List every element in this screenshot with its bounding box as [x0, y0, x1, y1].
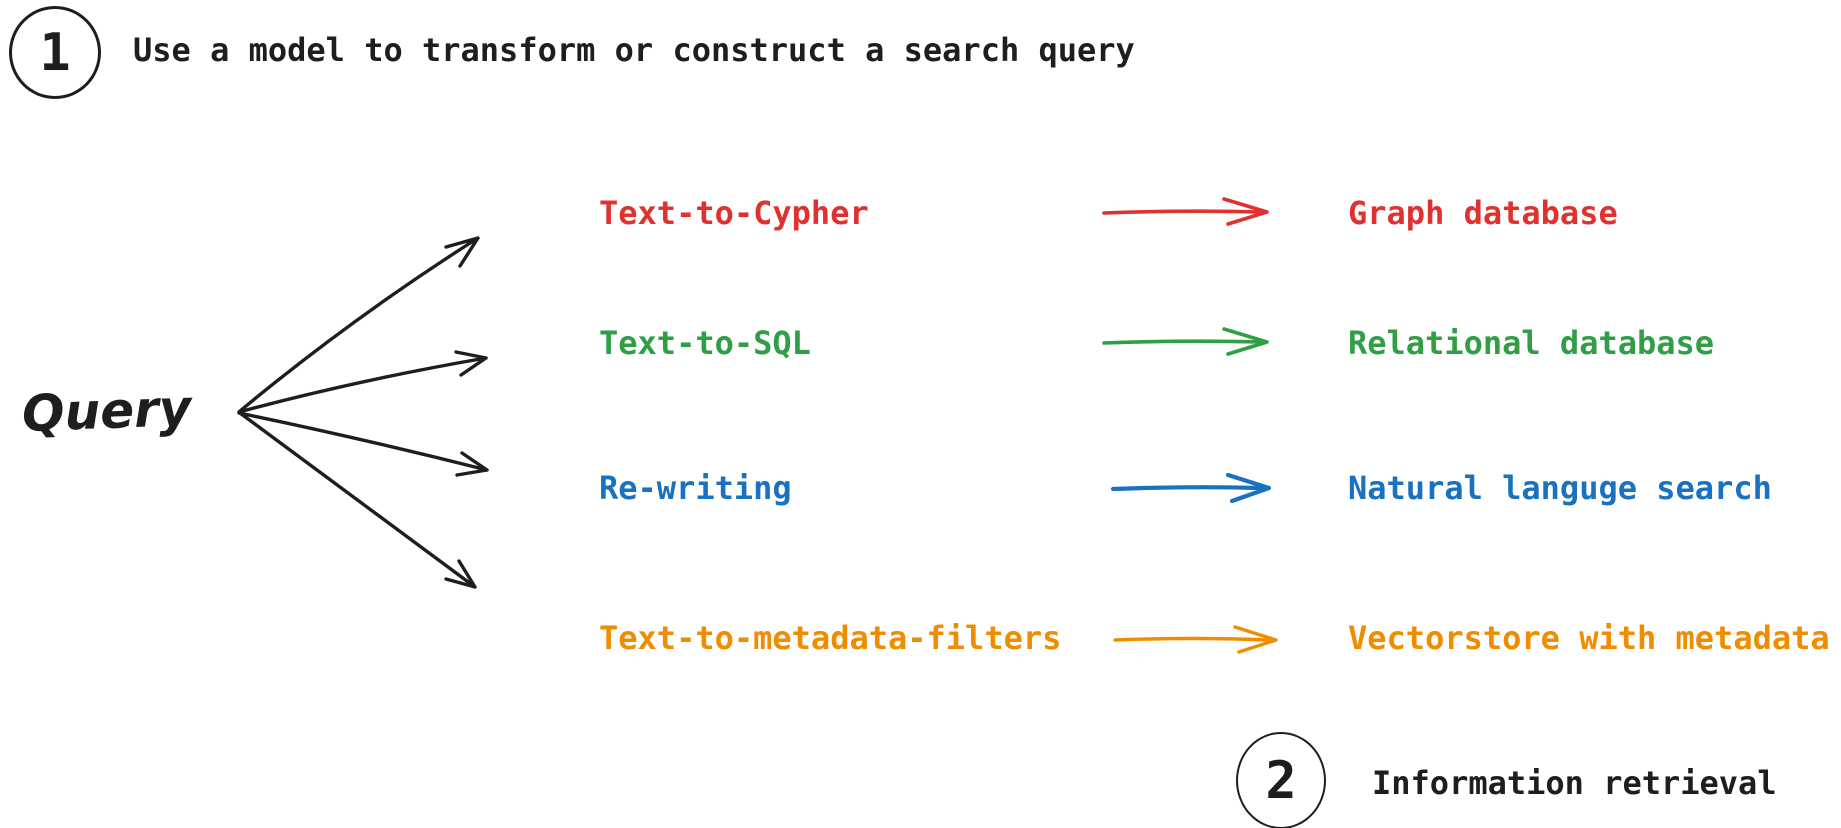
- fan-arrow-to-text-to-sql: [237, 350, 488, 414]
- step-2-title: Information retrieval: [1372, 764, 1777, 802]
- arrow-head: [1222, 197, 1269, 226]
- method-label-text-to-cypher: Text-to-Cypher: [599, 194, 869, 232]
- arrow-sql-to-relational-db: [1102, 327, 1269, 356]
- query-source-label: Query: [21, 379, 193, 443]
- arrow-filters-to-vectorstore: [1113, 625, 1278, 654]
- step-2-number: 2: [1265, 750, 1297, 811]
- target-label-graph-database: Graph database: [1348, 194, 1618, 232]
- fan-arrow-to-re-writing: [237, 411, 489, 477]
- method-label-text-to-sql: Text-to-SQL: [599, 324, 811, 362]
- arrow-shaft: [1102, 209, 1263, 215]
- fan-arrow-to-text-to-metadata-filters: [238, 411, 477, 589]
- arrow-shaft: [1113, 636, 1270, 642]
- query-fan-arrows: [237, 236, 489, 589]
- method-label-re-writing: Re-writing: [599, 469, 792, 507]
- step-2-circle: 2: [1236, 732, 1326, 828]
- arrow-head: [1225, 472, 1272, 504]
- method-label-text-to-metadata-filters: Text-to-metadata-filters: [599, 619, 1062, 657]
- step-1-title: Use a model to transform or construct a …: [133, 31, 1135, 69]
- arrow-head: [1222, 327, 1269, 356]
- arrow-rewriting-to-nl-search: [1110, 472, 1272, 504]
- arrow-shaft: [1110, 485, 1264, 492]
- step-1-number: 1: [39, 22, 71, 83]
- arrow-cypher-to-graph-db: [1102, 197, 1269, 226]
- target-label-natural-languge-search: Natural languge search: [1348, 469, 1772, 507]
- target-label-relational-database: Relational database: [1348, 324, 1715, 362]
- arrow-head: [1233, 625, 1278, 654]
- step-1-circle: 1: [9, 6, 101, 99]
- fan-arrow-to-text-to-cypher: [238, 236, 480, 413]
- arrow-shaft: [1102, 339, 1263, 345]
- target-label-vectorstore-with-metadata: Vectorstore with metadata: [1348, 619, 1830, 657]
